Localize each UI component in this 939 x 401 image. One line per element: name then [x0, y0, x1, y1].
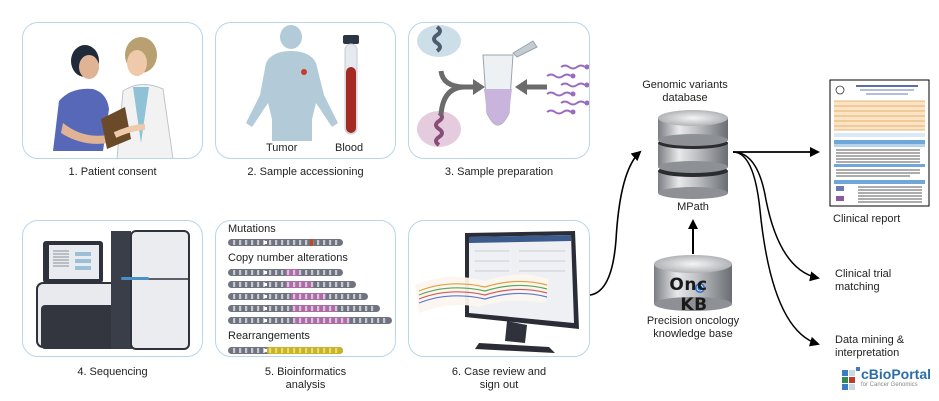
data-mining-line2: interpretation [835, 347, 900, 359]
caption-patient-consent: 1. Patient consent [68, 166, 157, 178]
data-mining-line1: Data mining & [835, 334, 905, 346]
panel-patient-consent [22, 22, 203, 159]
body-and-blood-tube-illustration [246, 25, 359, 141]
caption-case-review: 6. Case review and sign out [408, 366, 590, 392]
database-title-line2: database [662, 92, 708, 104]
blood-label: Blood [335, 142, 364, 154]
oncokb-logo: OncKB [659, 275, 729, 315]
clinical-report-label: Clinical report [833, 213, 901, 225]
chromosome-tracks [228, 239, 392, 354]
clinical-trial-line2: matching [835, 281, 880, 293]
caption-sample-accessioning: 2. Sample accessioning [247, 166, 364, 178]
mutations-label: Mutations [228, 223, 276, 235]
oncokb-logo-left: Onc [669, 275, 708, 295]
sample-preparation-illustration [417, 25, 589, 147]
caption-case-review-line2: sign out [479, 379, 519, 391]
caption-sample-preparation: 3. Sample preparation [444, 166, 554, 178]
knowledge-base-caption-line1: Precision oncology [646, 315, 740, 327]
database-cylinder-icon [658, 110, 728, 199]
sequencer-illustration [36, 230, 190, 350]
panel-sequencing [22, 220, 203, 357]
panel-sample-accessioning: Tumor Blood [215, 22, 396, 159]
cbioportal-tagline: for Cancer Genomics [861, 382, 918, 388]
cbioportal-logo: cBioPortal for Cancer Genomics [861, 367, 931, 389]
oncokb-logo-right: KB [680, 295, 708, 315]
knowledge-base-caption: Precision oncology knowledge base [630, 315, 756, 341]
panel-bioinformatics: Mutations Copy number alterations Rearra… [215, 220, 396, 357]
chromosome-track [228, 317, 392, 324]
chromosome-track [228, 305, 380, 312]
body-silhouette-icon [246, 25, 338, 141]
panel-sample-preparation [408, 22, 590, 159]
chromosome-track [228, 269, 343, 276]
cna-label: Copy number alterations [228, 252, 348, 264]
clinical-report-document [829, 79, 930, 207]
dna-tumor-icon [417, 25, 461, 57]
caption-bioinformatics-line2: analysis [285, 379, 326, 391]
tumor-dot [301, 69, 307, 75]
capture-probes-icon [546, 64, 586, 115]
caption-sequencing: 4. Sequencing [77, 366, 148, 378]
cbioportal-logo-icon [842, 367, 860, 390]
caption-bioinformatics: 5. Bioinformatics analysis [215, 366, 396, 392]
clinical-trial-label: Clinical trial matching [835, 268, 891, 294]
rearrangements-label: Rearrangements [228, 330, 310, 342]
database-title-line1: Genomic variants [642, 79, 728, 91]
database-title: Genomic variants database [630, 79, 740, 105]
microcentrifuge-tube-icon [482, 40, 538, 126]
patient-doctor-illustration [53, 37, 174, 158]
panel-case-review [408, 220, 590, 357]
chromosome-track [228, 347, 343, 354]
blood-tube-icon [343, 35, 359, 135]
monitor-illustration [415, 231, 579, 353]
caption-case-review-line1: 6. Case review and [451, 366, 547, 378]
knowledge-base-caption-line2: knowledge base [653, 328, 733, 340]
chromosome-track [228, 239, 343, 246]
dna-normal-icon [417, 111, 461, 147]
database-name: MPath [677, 201, 709, 213]
chromosome-track [228, 293, 368, 300]
data-mining-label: Data mining & interpretation [835, 334, 904, 360]
tumor-label: Tumor [266, 142, 298, 154]
chromosome-track [228, 281, 356, 288]
caption-bioinformatics-line1: 5. Bioinformatics [264, 366, 347, 378]
clinical-trial-line1: Clinical trial [835, 268, 892, 280]
cbioportal-name: cBioPortal [861, 366, 932, 382]
arrow-to-clinical-trial [732, 151, 820, 282]
arrow-case-review-to-database [589, 150, 642, 296]
mutation-marker [310, 239, 313, 246]
